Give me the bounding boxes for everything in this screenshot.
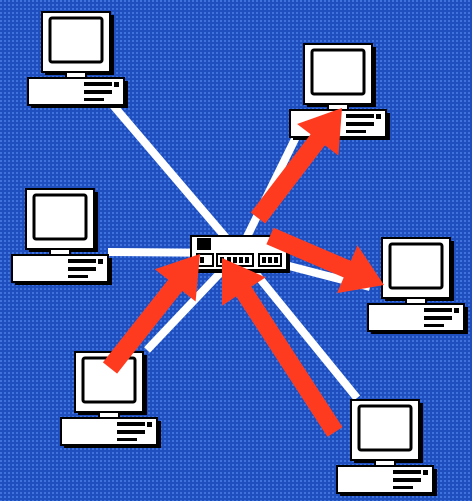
desktop-computer-icon (12, 189, 112, 285)
desktop-computer-icon (337, 400, 437, 496)
desktop-computer-icon (368, 238, 468, 334)
desktop-computer-icon (28, 12, 128, 108)
